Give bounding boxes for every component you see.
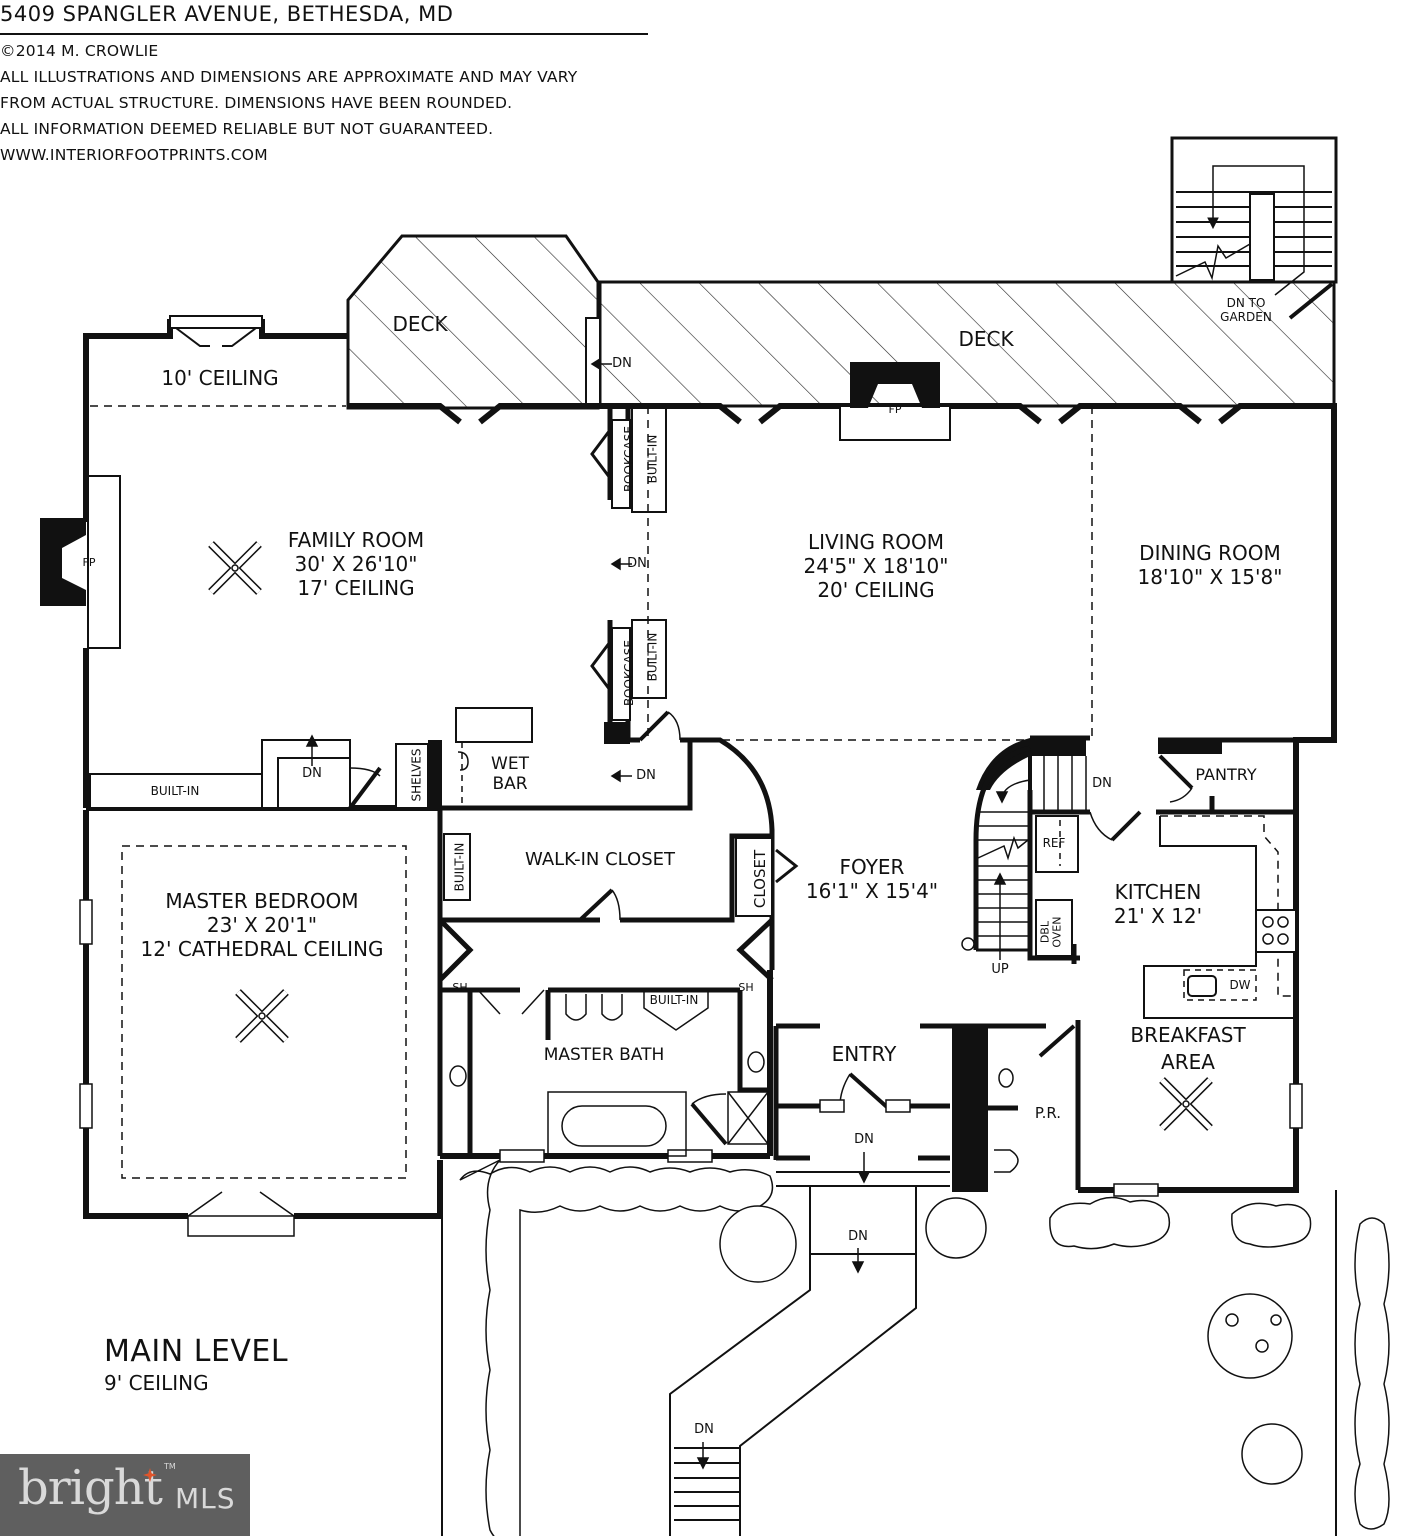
wet-bar-label: WET BAR bbox=[491, 754, 529, 795]
header-divider bbox=[0, 33, 648, 35]
family-room-label: FAMILY ROOM 30' X 26'10" 17' CEILING bbox=[288, 528, 424, 600]
powder-room-label: P.R. bbox=[1034, 1104, 1062, 1122]
kitchen-label: KITCHEN 21' X 12' bbox=[1114, 880, 1202, 928]
dn-label-stairs: DN bbox=[1092, 776, 1112, 791]
dn-to-garden-label: DN TO GARDEN bbox=[1220, 296, 1272, 325]
garden-text: GARDEN bbox=[1220, 310, 1272, 325]
ceiling-fans bbox=[208, 541, 1213, 1131]
shower-left-label: SH bbox=[452, 981, 468, 994]
dining-room-dims: 18'10" X 15'8" bbox=[1137, 565, 1283, 589]
cooktop-burners bbox=[1262, 916, 1289, 945]
family-room-name: FAMILY ROOM bbox=[287, 528, 425, 552]
living-room-label: LIVING ROOM 24'5" X 18'10" 20' CEILING bbox=[804, 530, 949, 602]
master-bedroom-dims: 23' X 20'1" bbox=[206, 913, 318, 937]
walk-in-closet-label: WALK-IN CLOSET bbox=[525, 849, 675, 870]
family-room-bay-ceiling: 10' CEILING bbox=[161, 366, 279, 390]
deck-left-label: DECK bbox=[392, 312, 448, 336]
windows bbox=[79, 899, 1303, 1197]
doors bbox=[187, 710, 1194, 1237]
disclaimer-line-1: ALL ILLUSTRATIONS AND DIMENSIONS ARE APP… bbox=[0, 68, 578, 86]
master-bedroom-name: MASTER BEDROOM bbox=[165, 889, 359, 913]
shelves-label: SHELVES bbox=[409, 748, 424, 802]
area-name: AREA bbox=[1161, 1050, 1215, 1074]
master-bath-label: MASTER BATH bbox=[543, 1045, 665, 1065]
kitchen-dims: 21' X 12' bbox=[1113, 904, 1203, 928]
website-link[interactable]: WWW.INTERIORFOOTPRINTS.COM bbox=[0, 146, 268, 164]
dn-label-living: DN bbox=[627, 556, 647, 571]
family-fp-label: FP bbox=[82, 556, 96, 569]
exterior-walls bbox=[83, 319, 1337, 1219]
dn-label-walk: DN bbox=[848, 1229, 868, 1244]
master-bedroom-ceiling: 12' CATHEDRAL CEILING bbox=[140, 937, 384, 961]
family-fireplace bbox=[40, 475, 121, 649]
living-fireplace bbox=[839, 362, 951, 441]
mls-wordmark: MLS bbox=[175, 1482, 236, 1515]
property-address: 5409 SPANGLER AVENUE, BETHESDA, MD bbox=[0, 2, 454, 26]
dining-room-label: DINING ROOM 18'10" X 15'8" bbox=[1138, 541, 1283, 589]
breakfast-name: BREAKFAST bbox=[1130, 1023, 1246, 1047]
family-built-in-label: BUILT-IN bbox=[150, 784, 200, 798]
oven-text: OVEN bbox=[1050, 916, 1064, 948]
level-name: MAIN LEVEL bbox=[104, 1334, 289, 1369]
up-label-stairs: UP bbox=[991, 962, 1009, 977]
dining-room-name: DINING ROOM bbox=[1139, 541, 1281, 565]
built-in-lower-label: BUILT-IN bbox=[645, 632, 660, 682]
deck-right-label: DECK bbox=[958, 327, 1014, 351]
breakfast-area-label: BREAKFAST AREA bbox=[1130, 1022, 1245, 1076]
disclaimer-line-2: FROM ACTUAL STRUCTURE. DIMENSIONS HAVE B… bbox=[0, 94, 513, 112]
foyer-name: FOYER bbox=[839, 855, 905, 879]
garden-stairs bbox=[1170, 136, 1338, 320]
family-room-bay bbox=[90, 315, 346, 407]
shower-right-label: SH bbox=[738, 981, 754, 994]
foyer-dims: 16'1" X 15'4" bbox=[805, 879, 939, 903]
pantry-label: PANTRY bbox=[1195, 765, 1257, 784]
family-room-dims: 30' X 26'10" bbox=[294, 552, 418, 576]
dn-label-entry: DN bbox=[854, 1132, 874, 1147]
dn-label-wetbar: DN bbox=[636, 768, 656, 783]
front-walkway bbox=[441, 1160, 1337, 1536]
dn-label-deck: DN bbox=[612, 356, 632, 371]
built-ins bbox=[89, 406, 1297, 1019]
built-in-upper-label: BUILT-IN bbox=[645, 434, 660, 484]
living-room-dims: 24'5" X 18'10" bbox=[803, 554, 949, 578]
bright-mls-logo: bright TM MLS bbox=[0, 1454, 250, 1536]
deck-left bbox=[346, 234, 600, 410]
trademark: TM bbox=[164, 1462, 176, 1471]
refrigerator-label: REF bbox=[1042, 836, 1066, 850]
double-oven-label: DBL OVEN bbox=[1038, 916, 1064, 948]
family-room-ceiling: 17' CEILING bbox=[297, 576, 415, 600]
living-fp-label: FP bbox=[888, 403, 902, 416]
masonry bbox=[428, 722, 1222, 1192]
bath-built-in-label: BUILT-IN bbox=[649, 993, 699, 1007]
kitchen-name: KITCHEN bbox=[1114, 880, 1202, 904]
copyright: ©2014 M. CROWLIE bbox=[0, 42, 159, 60]
dishwasher-label: DW bbox=[1229, 978, 1251, 992]
level-caption: MAIN LEVEL 9' CEILING bbox=[104, 1334, 288, 1395]
entry-label: ENTRY bbox=[831, 1042, 897, 1066]
dn-to-text: DN TO bbox=[1226, 296, 1266, 310]
bookcase-upper-label: BOOKCASE bbox=[621, 426, 636, 492]
foyer-label: FOYER 16'1" X 15'4" bbox=[806, 855, 938, 903]
closet-built-in-label: BUILT-IN bbox=[452, 842, 467, 892]
closet-label: CLOSET bbox=[751, 849, 770, 909]
level-ceiling: 9' CEILING bbox=[104, 1371, 209, 1395]
living-room-name: LIVING ROOM bbox=[807, 530, 945, 554]
main-staircase bbox=[961, 745, 1087, 960]
bar-text: BAR bbox=[492, 774, 528, 795]
dn-label-lower-steps: DN bbox=[694, 1422, 714, 1437]
bookcase-lower-label: BOOKCASE bbox=[621, 640, 636, 706]
living-room-ceiling: 20' CEILING bbox=[817, 578, 935, 602]
ceiling-lines bbox=[121, 406, 1093, 1179]
disclaimer-line-3: ALL INFORMATION DEEMED RELIABLE BUT NOT … bbox=[0, 120, 494, 138]
wet-text: WET bbox=[491, 754, 529, 774]
landscaping-shrubs bbox=[459, 1159, 1390, 1536]
dn-label-family: DN bbox=[302, 766, 322, 781]
bright-wordmark: bright bbox=[18, 1460, 163, 1516]
master-bedroom-label: MASTER BEDROOM 23' X 20'1" 12' CATHEDRAL… bbox=[141, 889, 384, 961]
bath-fixtures bbox=[449, 742, 1061, 1173]
